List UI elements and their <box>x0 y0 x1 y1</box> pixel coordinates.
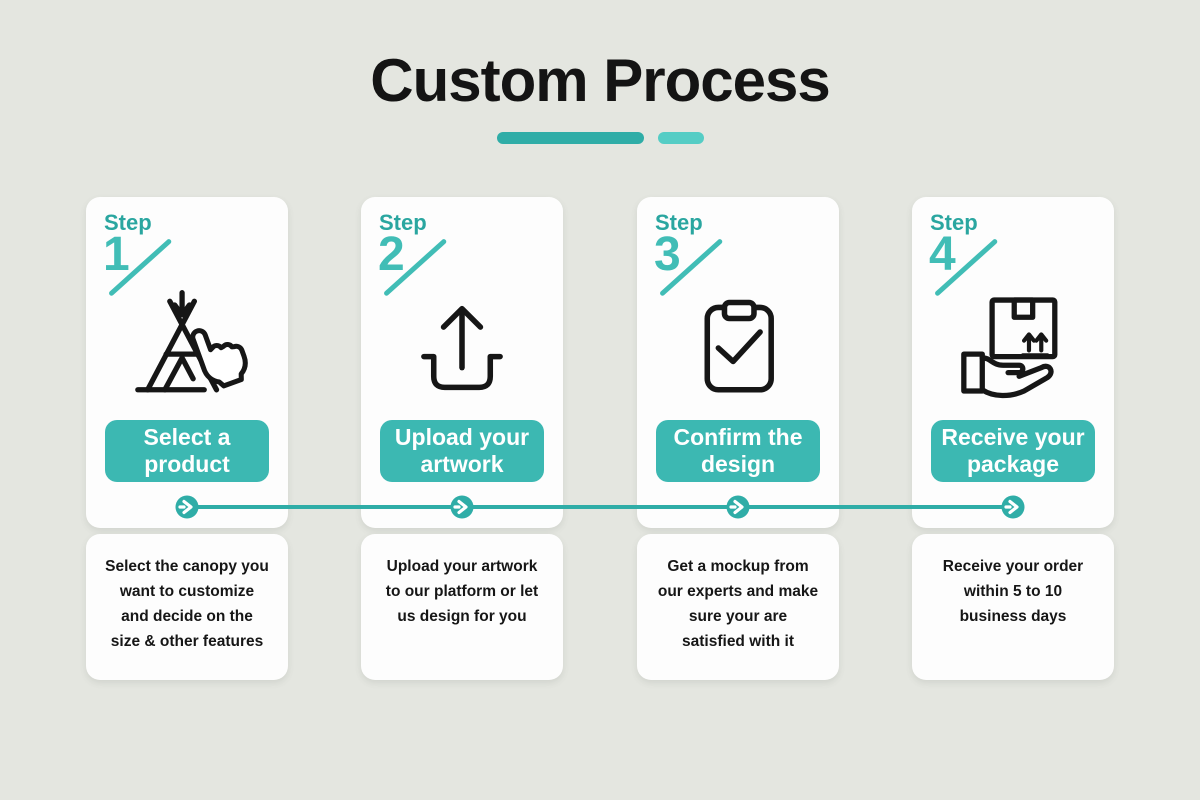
upload-artwork-button[interactable]: Upload your artwork <box>380 420 544 482</box>
clipboard-check-icon <box>679 289 797 407</box>
step-description-card-3: Get a mockup from our experts and make s… <box>637 534 839 680</box>
step-card-2: Step 2 Upload your artwork <box>361 197 563 528</box>
step-label: Step <box>379 210 427 235</box>
title-underline-short <box>658 132 704 144</box>
step-card-4: Step 4 Receive your package <box>912 197 1114 528</box>
step-description: Select the canopy you want to customize … <box>105 558 269 650</box>
step-label: Step <box>655 210 703 235</box>
receive-package-button[interactable]: Receive your package <box>931 420 1095 482</box>
tent-click-icon <box>128 289 248 407</box>
step-description: Get a mockup from our experts and make s… <box>657 558 819 650</box>
step-description-card-4: Receive your order within 5 to 10 busine… <box>912 534 1114 680</box>
step-description: Upload your artwork to our platform or l… <box>385 558 539 625</box>
step-card-1: Step 1 Select a product <box>86 197 288 528</box>
confirm-design-button[interactable]: Confirm the design <box>656 420 820 482</box>
step-label: Step <box>930 210 978 235</box>
step-number: 2 <box>378 228 405 281</box>
step-description-card-2: Upload your artwork to our platform or l… <box>361 534 563 680</box>
title-underline-long <box>497 132 644 144</box>
upload-icon <box>403 289 521 407</box>
select-product-button[interactable]: Select a product <box>105 420 269 482</box>
package-delivery-icon <box>954 289 1072 407</box>
step-description: Receive your order within 5 to 10 busine… <box>942 558 1084 625</box>
step-number: 1 <box>103 228 130 281</box>
step-label: Step <box>104 210 152 235</box>
step-description-card-1: Select the canopy you want to customize … <box>86 534 288 680</box>
step-card-3: Step 3 Confirm the design <box>637 197 839 528</box>
step-number: 3 <box>654 228 681 281</box>
step-number: 4 <box>929 228 956 281</box>
page-title: Custom Process <box>370 47 831 114</box>
